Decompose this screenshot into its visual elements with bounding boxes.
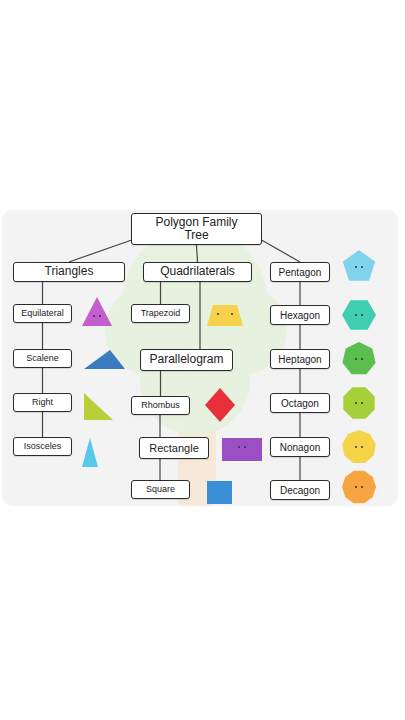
face-eye [355,358,357,360]
node-label: Pentagon [279,267,322,278]
triangle-icon [84,350,125,369]
node-label: Scalene [26,354,59,364]
shape-icons [82,250,376,504]
face-eye [361,446,363,448]
shape-box: Octagon [270,393,330,413]
face-eye [355,266,357,268]
pentagon-icon [343,250,375,281]
decagon-icon [342,471,376,503]
node-label: Quadrilaterals [160,265,235,278]
trapezoid-icon [207,305,243,326]
node-label: Triangles [45,265,94,278]
node-label: Polygon Family Tree [146,216,247,242]
face-eye [355,402,357,404]
title-box: Polygon Family Tree [131,213,262,245]
face-eye [361,402,363,404]
connector-line [42,323,43,349]
shape-box: Square [131,480,190,499]
face-eye [99,315,101,317]
shape-faces [93,266,363,488]
category-box: Parallelogram [140,349,233,371]
card-background [2,210,398,506]
connector-line [299,282,300,305]
connector-line [197,245,198,262]
node-label: Hexagon [280,310,320,321]
rhombus-icon [205,388,235,422]
node-label: Octagon [281,398,319,409]
connector-line [262,240,300,262]
shape-box: Trapezoid [131,304,190,323]
connector-line [299,369,300,393]
shape-box: Heptagon [270,349,330,369]
shape-box: Pentagon [270,262,330,282]
connector-line [42,412,43,437]
triangle-icon [82,438,98,467]
tree-illustration [105,228,287,506]
shape-box: Hexagon [270,305,330,325]
connector-line [42,282,43,304]
face-eye [355,314,357,316]
triangle-icon [82,297,112,326]
hexagon-icon [342,300,376,329]
heptagon-icon [342,342,375,374]
face-eye [355,486,357,488]
face-eye [231,313,233,315]
face-eye [361,486,363,488]
face-eye [238,446,240,448]
node-label: Right [32,398,53,408]
square-icon [207,481,232,504]
face-eye [244,446,246,448]
face-eye [355,446,357,448]
node-label: Equilateral [21,309,64,319]
connector-line [160,282,161,304]
face-eye [361,314,363,316]
connector-line [69,240,131,262]
shape-box: Isosceles [13,437,72,456]
rectangle-icon [222,438,262,461]
connector-line [42,368,43,393]
node-label: Square [146,485,175,495]
octagon-icon [343,387,374,418]
nonagon-icon [342,430,375,463]
face-eye [361,266,363,268]
connector-line [299,325,300,349]
connector-line [199,282,200,349]
connector-line [299,413,300,437]
node-label: Decagon [280,485,320,496]
node-label: Trapezoid [141,309,181,319]
node-label: Isosceles [24,442,62,452]
node-label: Parallelogram [149,353,223,366]
node-label: Nonagon [280,442,321,453]
triangle-icon [84,393,113,420]
face-eye [93,315,95,317]
connector-line [299,457,300,480]
node-label: Rhombus [141,401,180,411]
face-eye [217,313,219,315]
shape-box: Scalene [13,349,72,368]
connector-line [159,459,160,480]
shape-box: Right [13,393,72,412]
category-box: Triangles [13,262,125,282]
node-label: Rectangle [149,442,199,454]
shape-box: Equilateral [13,304,72,323]
category-box: Quadrilaterals [143,262,252,282]
tree-foliage [140,325,250,435]
node-label: Heptagon [278,354,321,365]
shape-box: Rhombus [131,396,190,415]
shape-box: Nonagon [270,437,330,457]
connector-line [160,371,161,396]
category-box: Rectangle [139,437,209,459]
shape-box: Decagon [270,480,330,500]
connector-line [159,415,160,437]
face-eye [361,358,363,360]
